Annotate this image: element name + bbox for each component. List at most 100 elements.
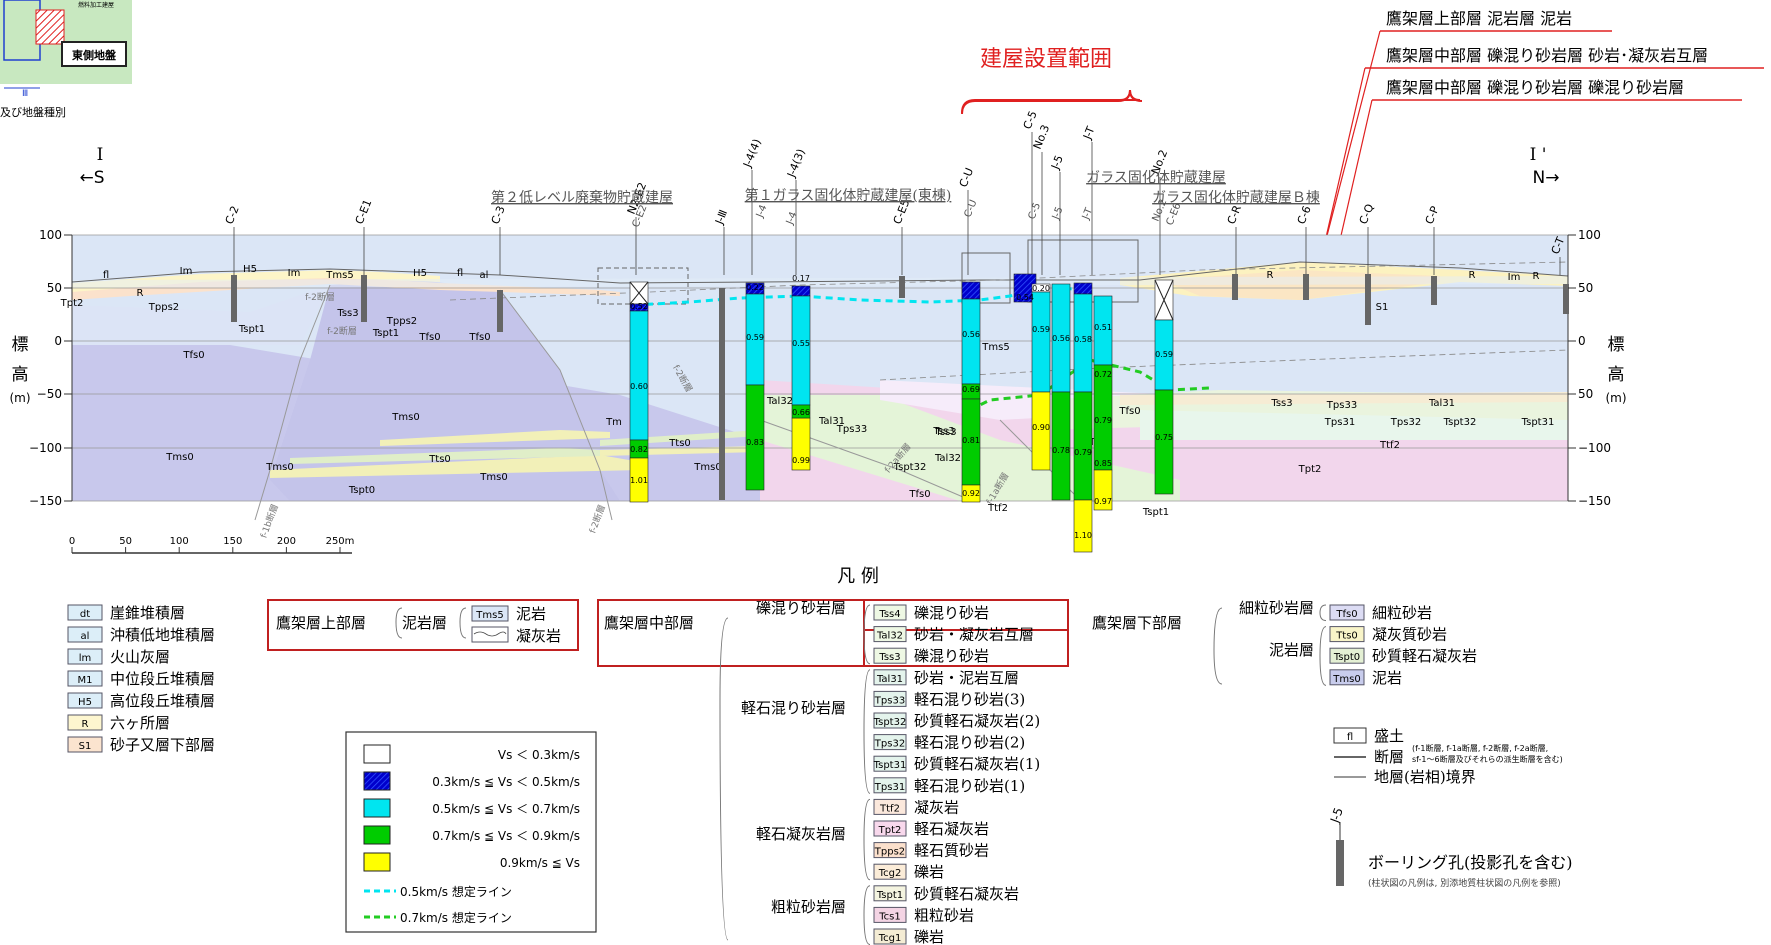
- building-label: ガラス固化体貯蔵建屋Ｂ棟: [1152, 190, 1320, 206]
- inset-marker: Ⅲ: [22, 89, 28, 99]
- building-label: 第２低レベル廃棄物貯蔵建屋: [491, 189, 673, 206]
- section-orientation: I ←S I ' N→: [79, 145, 1559, 188]
- scale-tick-label: 0: [69, 536, 75, 547]
- legend-subgroup: 軽石混り砂岩層: [741, 699, 846, 717]
- legend-fault-note-0: (f-1断層, f-1a断層, f-2断層, f-2a断層,: [1412, 743, 1548, 753]
- vs-line-label: 0.5km/s 想定ライン: [400, 884, 512, 899]
- legend-code: Tps32: [874, 739, 905, 750]
- legend-name: 沖積低地堆積層: [110, 626, 215, 644]
- borehole-sublabel: J-5: [1050, 205, 1065, 222]
- legend-upper-sub: 泥岩層: [402, 614, 447, 632]
- vs-segment: [629, 457, 649, 503]
- cross-mark: [629, 281, 649, 305]
- vs-value-label: 0.59: [746, 333, 764, 342]
- vs-legend-swatch: [363, 771, 391, 791]
- scale-tick-label: 50: [119, 536, 132, 547]
- vs-segment: [961, 484, 981, 503]
- legend-name: 粗粒砂岩: [914, 906, 974, 924]
- vs-legend-swatch: [363, 798, 391, 818]
- legend-name: 崖錐堆積層: [110, 604, 185, 622]
- vs-value-label: 0.17: [792, 274, 810, 283]
- inset-label: 東側地盤: [72, 48, 117, 62]
- right-direction: N→: [1533, 168, 1560, 188]
- vs-legend-label: 0.9km/s ≦ Vs: [500, 856, 580, 870]
- layer-label: Tms0: [265, 462, 293, 473]
- vs-legend-label: Vs ＜ 0.3km/s: [498, 748, 580, 762]
- legend-swatch: [873, 885, 907, 902]
- legend-swatch: [67, 714, 103, 731]
- vs-value-label: 0.55: [792, 339, 810, 348]
- layer-label: Tspt1: [238, 324, 265, 335]
- borehole-column: [1365, 274, 1371, 325]
- borehole-label: C-Q: [1357, 202, 1377, 226]
- legend-fault-name: 断層: [1374, 748, 1404, 766]
- borehole-label: C-E1: [353, 198, 375, 227]
- legend-borehole-name: ボーリング孔(投影孔を含む): [1368, 853, 1573, 872]
- vs-segment: [1073, 282, 1093, 295]
- legend-code: Tpt2: [878, 825, 902, 836]
- layer-label: Tpt2: [60, 298, 84, 309]
- vs-segment: [791, 404, 811, 419]
- vs-segment: [629, 310, 649, 441]
- legend-code: Tspt0: [1333, 652, 1360, 663]
- ytick-right-label: −150: [1578, 494, 1611, 508]
- vs-value-label: 0.78: [1052, 446, 1070, 455]
- vs-value-label: 0.69: [962, 385, 980, 394]
- ytick-left-label: −50: [37, 387, 62, 401]
- legend-name: 砂子又層下部層: [110, 736, 215, 754]
- legend-swatch: [67, 736, 103, 753]
- borehole-label: J-Ⅲ: [712, 208, 730, 227]
- vs-segment: [1093, 469, 1113, 511]
- legend-name: 礫岩: [914, 928, 944, 945]
- ytick-left-label: 100: [39, 228, 62, 242]
- legend-swatch: [873, 669, 907, 686]
- borehole-column: [1563, 284, 1569, 314]
- legend-name: 軽石質砂岩: [914, 842, 989, 860]
- legend-name: 砂岩・凝灰岩互層: [914, 626, 1034, 644]
- y-axis-label-left: 標: [12, 335, 29, 355]
- legend-name: 軽石混り砂岩(1): [914, 777, 1025, 795]
- ytick-right-label: 50: [1578, 387, 1593, 401]
- layer-label: R: [1533, 271, 1540, 282]
- legend-name: 砂質軽石凝灰岩(1): [914, 755, 1040, 773]
- layer-label: Tps31: [1324, 417, 1355, 428]
- layer-label: Tfs0: [418, 332, 440, 343]
- legend-code: Tcs1: [878, 911, 900, 922]
- borehole-label: C-P: [1423, 204, 1442, 226]
- legend-name: 軽石凝灰岩: [914, 820, 989, 838]
- legend-brace: [863, 669, 871, 794]
- y-axis-unit-left: (m): [9, 391, 30, 405]
- y-axis-unit-right: (m): [1605, 391, 1626, 405]
- vs-legend-label: 0.5km/s ≦ Vs ＜ 0.7km/s: [432, 802, 580, 816]
- ytick-right-label: 100: [1578, 228, 1601, 242]
- borehole-sublabel: J-4: [784, 210, 799, 227]
- vs-segment: [961, 298, 981, 385]
- vs-segment: [961, 281, 981, 300]
- layer-label: Im: [288, 268, 301, 279]
- legend-brace: [1319, 626, 1327, 686]
- layer-label: Tfs0: [908, 489, 930, 500]
- vs-legend-label: 0.7km/s ≦ Vs ＜ 0.9km/s: [432, 829, 580, 843]
- inset-caption: 及び地盤種別: [0, 105, 66, 119]
- layer-label: Tms0: [391, 412, 419, 423]
- vs-value-label: 0.66: [792, 408, 810, 417]
- layer-label: Tms5: [981, 342, 1009, 353]
- layer-label: Tss3: [336, 308, 358, 319]
- legend-code: Tspt1: [876, 890, 903, 901]
- borehole-icon: [1336, 840, 1344, 886]
- vs-value-label: 0.97: [1094, 497, 1112, 506]
- inset-note: 燃料加工建屋: [78, 1, 114, 9]
- layer-label: Tfs0: [468, 332, 490, 343]
- borehole-label: J-5: [1048, 153, 1066, 172]
- legend-code: Tspt32: [873, 717, 907, 728]
- legend-code: Tpps2: [874, 847, 905, 858]
- legend-swatch: [67, 692, 103, 709]
- legend-name: 礫混り砂岩: [914, 604, 989, 622]
- legend-brace: [863, 798, 871, 881]
- layer-label: Tms0: [693, 462, 721, 473]
- layer-label: H5: [243, 264, 257, 275]
- legend-swatch: [873, 690, 907, 707]
